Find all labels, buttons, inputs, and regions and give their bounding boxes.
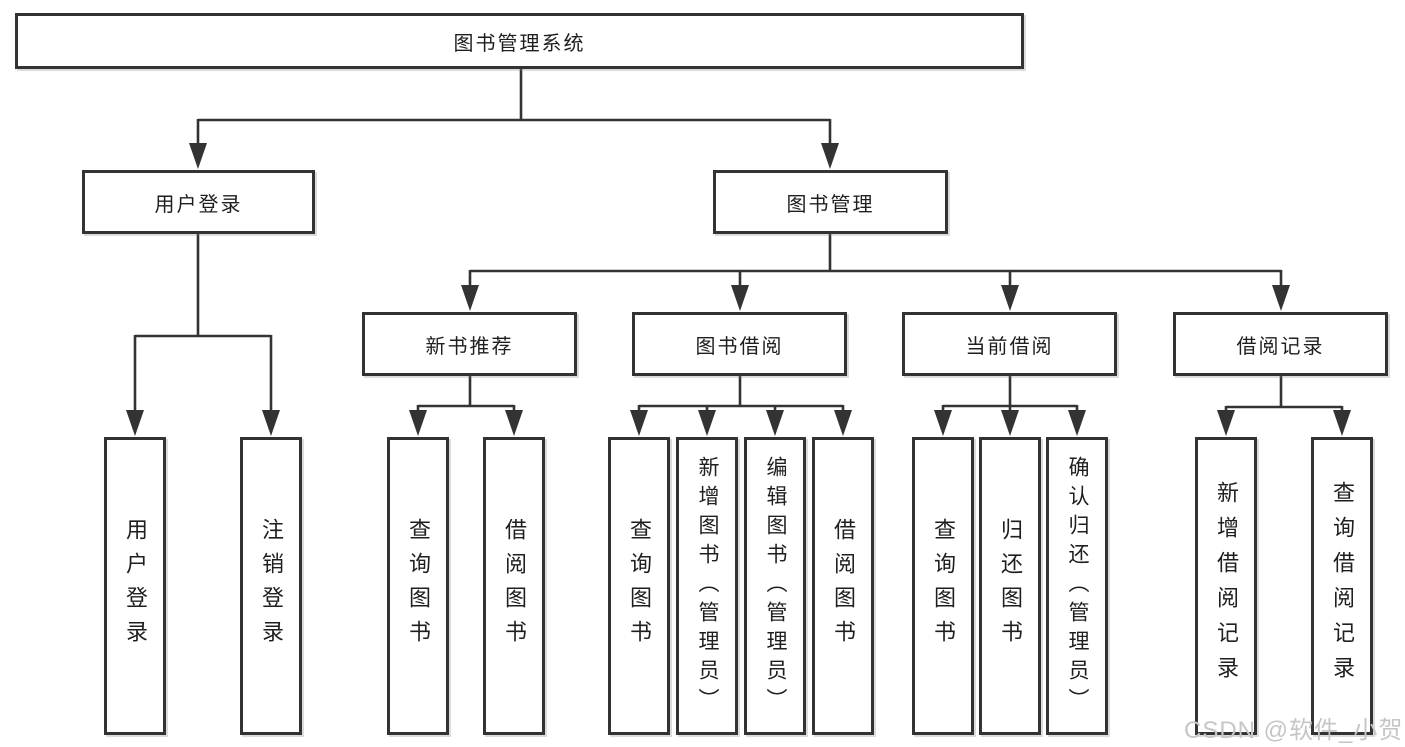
leaf-edit-books-admin: 编辑图书（管理员） — [744, 437, 806, 735]
node-current-borrowing: 当前借阅 — [902, 312, 1117, 376]
node-label: 借阅记录 — [1236, 335, 1325, 358]
leaf-return-books: 归还图书 — [979, 437, 1041, 735]
leaf-query-books-current: 查询图书 — [912, 437, 974, 735]
leaf-borrow-books-recommend: 借阅图书 — [483, 437, 545, 735]
node-label: 注销登录 — [259, 518, 284, 654]
node-label: 确认归还（管理员） — [1066, 455, 1089, 717]
node-label: 归还图书 — [998, 518, 1023, 654]
leaf-borrow-books: 借阅图书 — [812, 437, 874, 735]
node-label: 图书管理 — [786, 193, 875, 216]
node-label: 查询图书 — [406, 518, 431, 654]
node-label: 用户登录 — [154, 193, 243, 216]
leaf-query-borrow-record: 查询借阅记录 — [1311, 437, 1373, 735]
leaf-confirm-return-admin: 确认归还（管理员） — [1046, 437, 1108, 735]
node-label: 新增借阅记录 — [1214, 481, 1239, 691]
leaf-user-login: 用户登录 — [104, 437, 166, 735]
node-label: 编辑图书（管理员） — [764, 455, 787, 717]
node-label: 查询借阅记录 — [1330, 481, 1355, 691]
node-label: 新书推荐 — [425, 335, 514, 358]
node-user-login: 用户登录 — [82, 170, 315, 234]
node-label: 图书借阅 — [695, 335, 784, 358]
node-label: 当前借阅 — [965, 335, 1054, 358]
arrowhead-icons — [126, 143, 1351, 436]
node-label: 借阅图书 — [502, 518, 527, 654]
node-label: 新增图书（管理员） — [696, 455, 719, 717]
leaf-logout: 注销登录 — [240, 437, 302, 735]
leaf-query-books-recommend: 查询图书 — [387, 437, 449, 735]
node-new-book-recommendation: 新书推荐 — [362, 312, 577, 376]
node-book-borrowing: 图书借阅 — [632, 312, 847, 376]
node-label: 用户登录 — [123, 518, 148, 654]
leaf-query-books-borrow: 查询图书 — [608, 437, 670, 735]
node-label: 查询图书 — [627, 518, 652, 654]
node-book-management: 图书管理 — [713, 170, 948, 234]
node-label: 查询图书 — [931, 518, 956, 654]
leaf-add-borrow-record: 新增借阅记录 — [1195, 437, 1257, 735]
node-borrowing-records: 借阅记录 — [1173, 312, 1388, 376]
leaf-add-books-admin: 新增图书（管理员） — [676, 437, 738, 735]
node-library-system: 图书管理系统 — [15, 13, 1024, 69]
node-label: 图书管理系统 — [453, 32, 586, 55]
csdn-watermark: CSDN @软件_小贺同学 — [1184, 717, 1405, 744]
node-label: 借阅图书 — [831, 518, 856, 654]
